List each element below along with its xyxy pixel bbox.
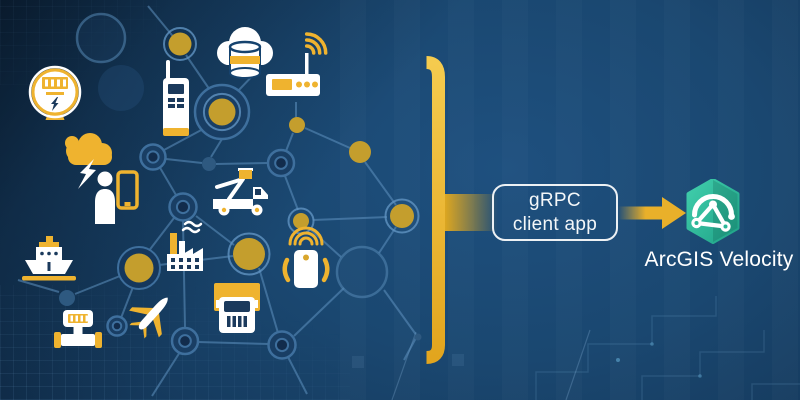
network-edge	[364, 161, 397, 206]
gathering-brace	[425, 56, 498, 364]
network-node	[59, 290, 75, 306]
network-edge	[197, 341, 270, 345]
grpc-box-line1: gRPC	[529, 189, 581, 211]
flow-arrow-icon	[618, 197, 686, 229]
network-edge	[312, 216, 388, 221]
network-node	[178, 334, 192, 348]
network-edge	[163, 127, 206, 151]
network-edge	[147, 217, 175, 253]
network-edge	[309, 228, 342, 258]
network-node	[98, 65, 144, 111]
circuit-dot	[616, 358, 620, 362]
network-edge	[165, 158, 203, 164]
circuit-dot	[650, 342, 654, 346]
network-node	[289, 117, 305, 133]
network-node	[274, 156, 288, 170]
network-edge	[383, 289, 418, 337]
network-node	[293, 213, 309, 229]
network-edge	[182, 220, 186, 329]
network-node	[146, 150, 160, 164]
network-node	[175, 199, 191, 215]
network-node	[202, 92, 242, 132]
network-node	[414, 333, 422, 341]
network-edge	[285, 132, 294, 152]
network-node	[208, 98, 236, 126]
network-edge	[120, 286, 134, 319]
network-edge	[74, 275, 121, 295]
bucket-truck-icon	[213, 168, 268, 216]
network-node	[274, 337, 290, 353]
velocity-glyph	[691, 194, 735, 232]
network-node	[227, 232, 271, 276]
person-with-phone-icon	[95, 170, 139, 224]
network-node	[202, 157, 216, 171]
truck-icon	[214, 283, 260, 333]
network-node	[335, 245, 389, 299]
electric-meter-icon	[28, 65, 82, 120]
circuit-dot	[698, 374, 702, 378]
network-edge	[17, 279, 60, 293]
network-edge	[210, 138, 223, 158]
arcgis-velocity-label: ArcGIS Velocity	[644, 248, 794, 271]
grpc-box-line2: client app	[512, 213, 598, 235]
iot-device-icons	[22, 27, 330, 348]
network-edge	[304, 127, 351, 149]
network-edge	[293, 287, 345, 337]
network-edge	[284, 175, 299, 211]
network-edge	[147, 5, 177, 41]
network-node	[233, 238, 265, 270]
network-node	[349, 141, 371, 163]
storm-cloud-icon	[65, 133, 112, 189]
network-edge	[158, 165, 177, 196]
network-node	[390, 204, 414, 228]
network-node	[124, 253, 154, 283]
arcgis-velocity-logo	[686, 179, 740, 244]
wifi-router-icon	[266, 32, 328, 96]
walkie-talkie-icon	[163, 60, 189, 136]
ship-icon	[22, 236, 76, 281]
valve-sensor-icon	[54, 310, 102, 348]
wearable-beacon-icon	[282, 226, 330, 288]
network-node	[111, 320, 123, 332]
circuit-traces	[391, 296, 800, 400]
factory-icon	[167, 220, 203, 271]
network-edge	[195, 215, 235, 246]
network-edge	[258, 267, 279, 334]
network-node	[168, 32, 192, 56]
cloud-database-icon	[217, 27, 273, 79]
network-node	[384, 198, 420, 234]
network-node	[163, 27, 197, 61]
network-edge	[378, 226, 397, 254]
network-edge	[151, 351, 181, 397]
network-edge	[403, 335, 418, 361]
network-node	[75, 12, 127, 64]
network-edge	[287, 356, 308, 395]
airplane-icon	[129, 297, 168, 339]
network-nodes	[59, 12, 422, 360]
grpc-client-app-box: gRPC client app	[492, 184, 618, 241]
network-edge	[215, 162, 269, 165]
